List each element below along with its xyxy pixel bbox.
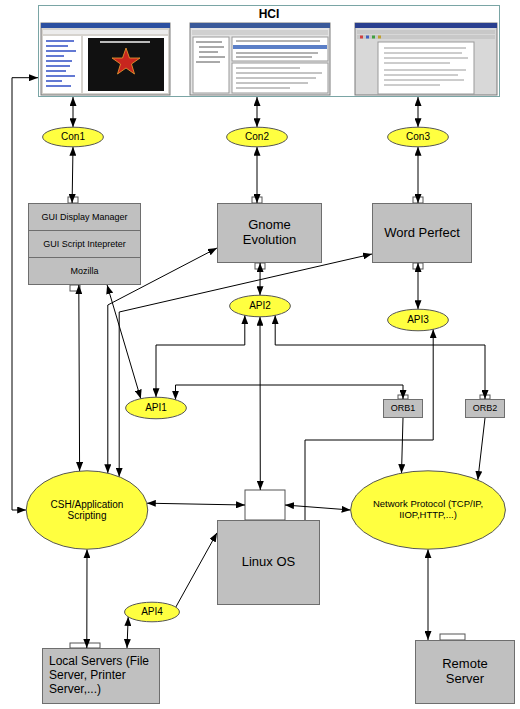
connector <box>78 285 80 471</box>
node-label: GUI Script Intepreter <box>29 230 140 257</box>
ellipse-shape <box>43 127 104 147</box>
api-ellipse: API3 <box>387 309 449 331</box>
node-label: Con2 <box>245 131 269 143</box>
application-box: GUI Display ManagerGUI Script Intepreter… <box>28 203 141 285</box>
ellipse-shape <box>230 295 291 317</box>
api-ellipse: API2 <box>229 295 291 317</box>
node-label: Con1 <box>61 131 85 143</box>
node-label: Word Perfect <box>384 226 460 241</box>
application-box: Gnome Evolution <box>217 203 322 263</box>
connector <box>478 418 485 480</box>
connector <box>402 418 404 473</box>
ellipse-shape <box>26 471 148 549</box>
node-label: API3 <box>407 314 429 326</box>
node-label: API1 <box>145 402 167 414</box>
node-label: Linux OS <box>242 555 295 570</box>
node-label: Remote Server <box>428 657 503 687</box>
ellipse-shape <box>227 127 288 147</box>
ellipse-shape <box>388 127 449 147</box>
connector <box>73 97 74 127</box>
node-label: ORB1 <box>391 403 416 413</box>
server-box: Local Servers (File Server, Printer Serv… <box>42 648 160 704</box>
connector <box>72 147 74 203</box>
ellipse-shape <box>126 397 187 419</box>
connector <box>12 78 38 510</box>
connector-ellipse: Con3 <box>387 127 449 147</box>
hci-panel: HCI <box>38 5 500 97</box>
word-processor-screenshot <box>355 23 497 95</box>
node-label: API2 <box>249 300 271 312</box>
api-ellipse: API1 <box>125 397 187 419</box>
connector <box>257 147 258 203</box>
browser-screenshot <box>41 23 170 95</box>
connector <box>86 549 87 648</box>
connector <box>176 533 217 607</box>
connector <box>176 385 404 400</box>
ellipse-shape <box>388 309 449 331</box>
orb-box: ORB2 <box>465 399 505 418</box>
ellipse-shape <box>125 602 180 622</box>
os-box: Linux OS <box>217 520 320 605</box>
connector <box>260 263 261 295</box>
node-label: API4 <box>141 606 163 618</box>
connector <box>285 505 351 510</box>
connector <box>257 97 258 127</box>
node-label: CSH/Application Scripting <box>41 499 133 522</box>
node-label: ORB2 <box>473 403 498 413</box>
node-label: Local Servers (File Server, Printer Serv… <box>49 655 155 696</box>
node-label: GUI Display Manager <box>29 204 140 230</box>
node-label: Mozilla <box>29 257 140 284</box>
scripting-ellipse: CSH/Application Scripting <box>25 470 149 550</box>
connector <box>107 285 141 399</box>
server-box: Remote Server <box>415 640 515 704</box>
connector <box>275 315 485 399</box>
connector <box>119 254 372 477</box>
connector <box>418 263 419 309</box>
connector <box>418 147 419 203</box>
application-box: Word Perfect <box>372 203 472 263</box>
connector <box>127 617 128 648</box>
node-label: HCI <box>259 8 280 22</box>
connector <box>428 549 429 640</box>
connector-ellipse: Con1 <box>42 127 104 147</box>
node-label: Network Protocol (TCP/IP, IIOP,HTTP,...) <box>369 499 487 521</box>
protocol-ellipse: Network Protocol (TCP/IP, IIOP,HTTP,...) <box>349 470 507 550</box>
connector <box>260 317 261 490</box>
mail-client-screenshot <box>190 23 330 95</box>
node-label: Gnome Evolution <box>230 218 310 248</box>
node-label: Con3 <box>406 131 430 143</box>
connector <box>147 503 245 505</box>
ellipse-shape <box>351 471 506 549</box>
orb-box: ORB1 <box>383 399 423 418</box>
connector <box>418 97 419 127</box>
api-ellipse: API4 <box>124 602 180 622</box>
connector-ellipse: Con2 <box>226 127 288 147</box>
